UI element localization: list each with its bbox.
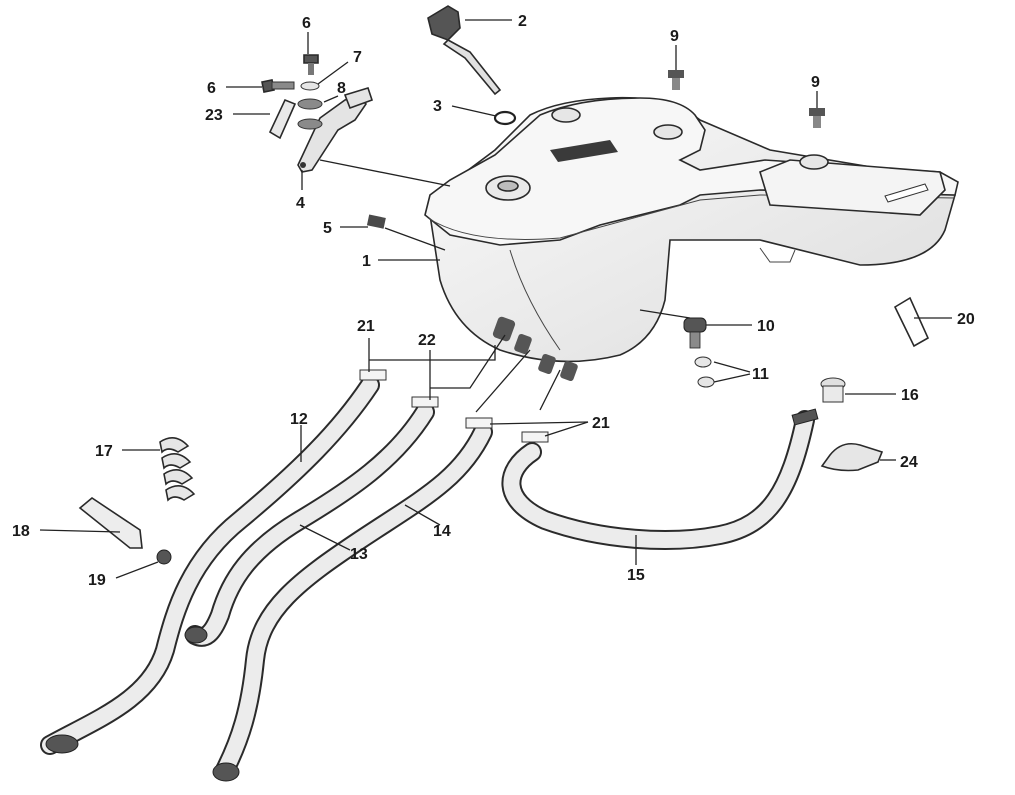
callout-13: 13 bbox=[350, 546, 368, 563]
callout-6-top: 6 bbox=[302, 15, 311, 32]
bolts-washers bbox=[261, 54, 323, 130]
callout-20: 20 bbox=[957, 311, 975, 328]
clip-17 bbox=[159, 437, 196, 502]
callout-21-left: 21 bbox=[357, 318, 375, 335]
tank-outlets bbox=[492, 316, 578, 382]
callout-15: 15 bbox=[627, 567, 645, 584]
hose-12 bbox=[40, 369, 387, 755]
mounting-bracket bbox=[297, 87, 374, 173]
callout-7: 7 bbox=[353, 49, 362, 66]
bolt-9-left bbox=[668, 70, 684, 90]
callout-1: 1 bbox=[362, 253, 371, 270]
hose-15 bbox=[501, 408, 819, 550]
nuts-11 bbox=[694, 356, 715, 388]
callout-12: 12 bbox=[290, 411, 308, 428]
hose-13 bbox=[184, 396, 439, 647]
callout-18: 18 bbox=[12, 523, 30, 540]
dipstick bbox=[427, 5, 502, 96]
callout-3: 3 bbox=[433, 98, 442, 115]
callout-labels: 1 2 3 4 5 6 6 7 8 9 9 10 11 12 13 14 15 … bbox=[12, 13, 975, 589]
callout-11: 11 bbox=[752, 366, 769, 383]
callout-19: 19 bbox=[88, 572, 106, 589]
callout-14: 14 bbox=[433, 523, 451, 540]
callout-4: 4 bbox=[296, 195, 305, 212]
callout-17: 17 bbox=[95, 443, 113, 460]
callout-2: 2 bbox=[518, 13, 527, 30]
bracket-link bbox=[268, 98, 297, 140]
callout-22: 22 bbox=[418, 332, 436, 349]
callout-10: 10 bbox=[757, 318, 775, 335]
callout-9-left: 9 bbox=[670, 28, 679, 45]
bolt-9-right bbox=[809, 108, 825, 128]
callout-24: 24 bbox=[900, 454, 918, 471]
callout-16: 16 bbox=[901, 387, 919, 404]
clamp-24 bbox=[820, 442, 884, 472]
callout-21-right: 21 bbox=[592, 415, 610, 432]
clip-5 bbox=[366, 214, 386, 229]
callout-9-right: 9 bbox=[811, 74, 820, 91]
callout-5: 5 bbox=[323, 220, 332, 237]
leader-lines bbox=[39, 19, 952, 579]
fitting-16 bbox=[820, 377, 846, 403]
callout-23: 23 bbox=[205, 107, 223, 124]
callout-6-left: 6 bbox=[207, 80, 216, 97]
label-20 bbox=[893, 296, 930, 348]
strap-18 bbox=[78, 497, 143, 549]
hose-14 bbox=[212, 417, 493, 782]
oil-tank bbox=[424, 96, 959, 382]
callout-8: 8 bbox=[337, 80, 346, 97]
nut-19 bbox=[156, 549, 172, 565]
o-ring bbox=[493, 110, 517, 126]
bolt-10 bbox=[683, 317, 707, 349]
